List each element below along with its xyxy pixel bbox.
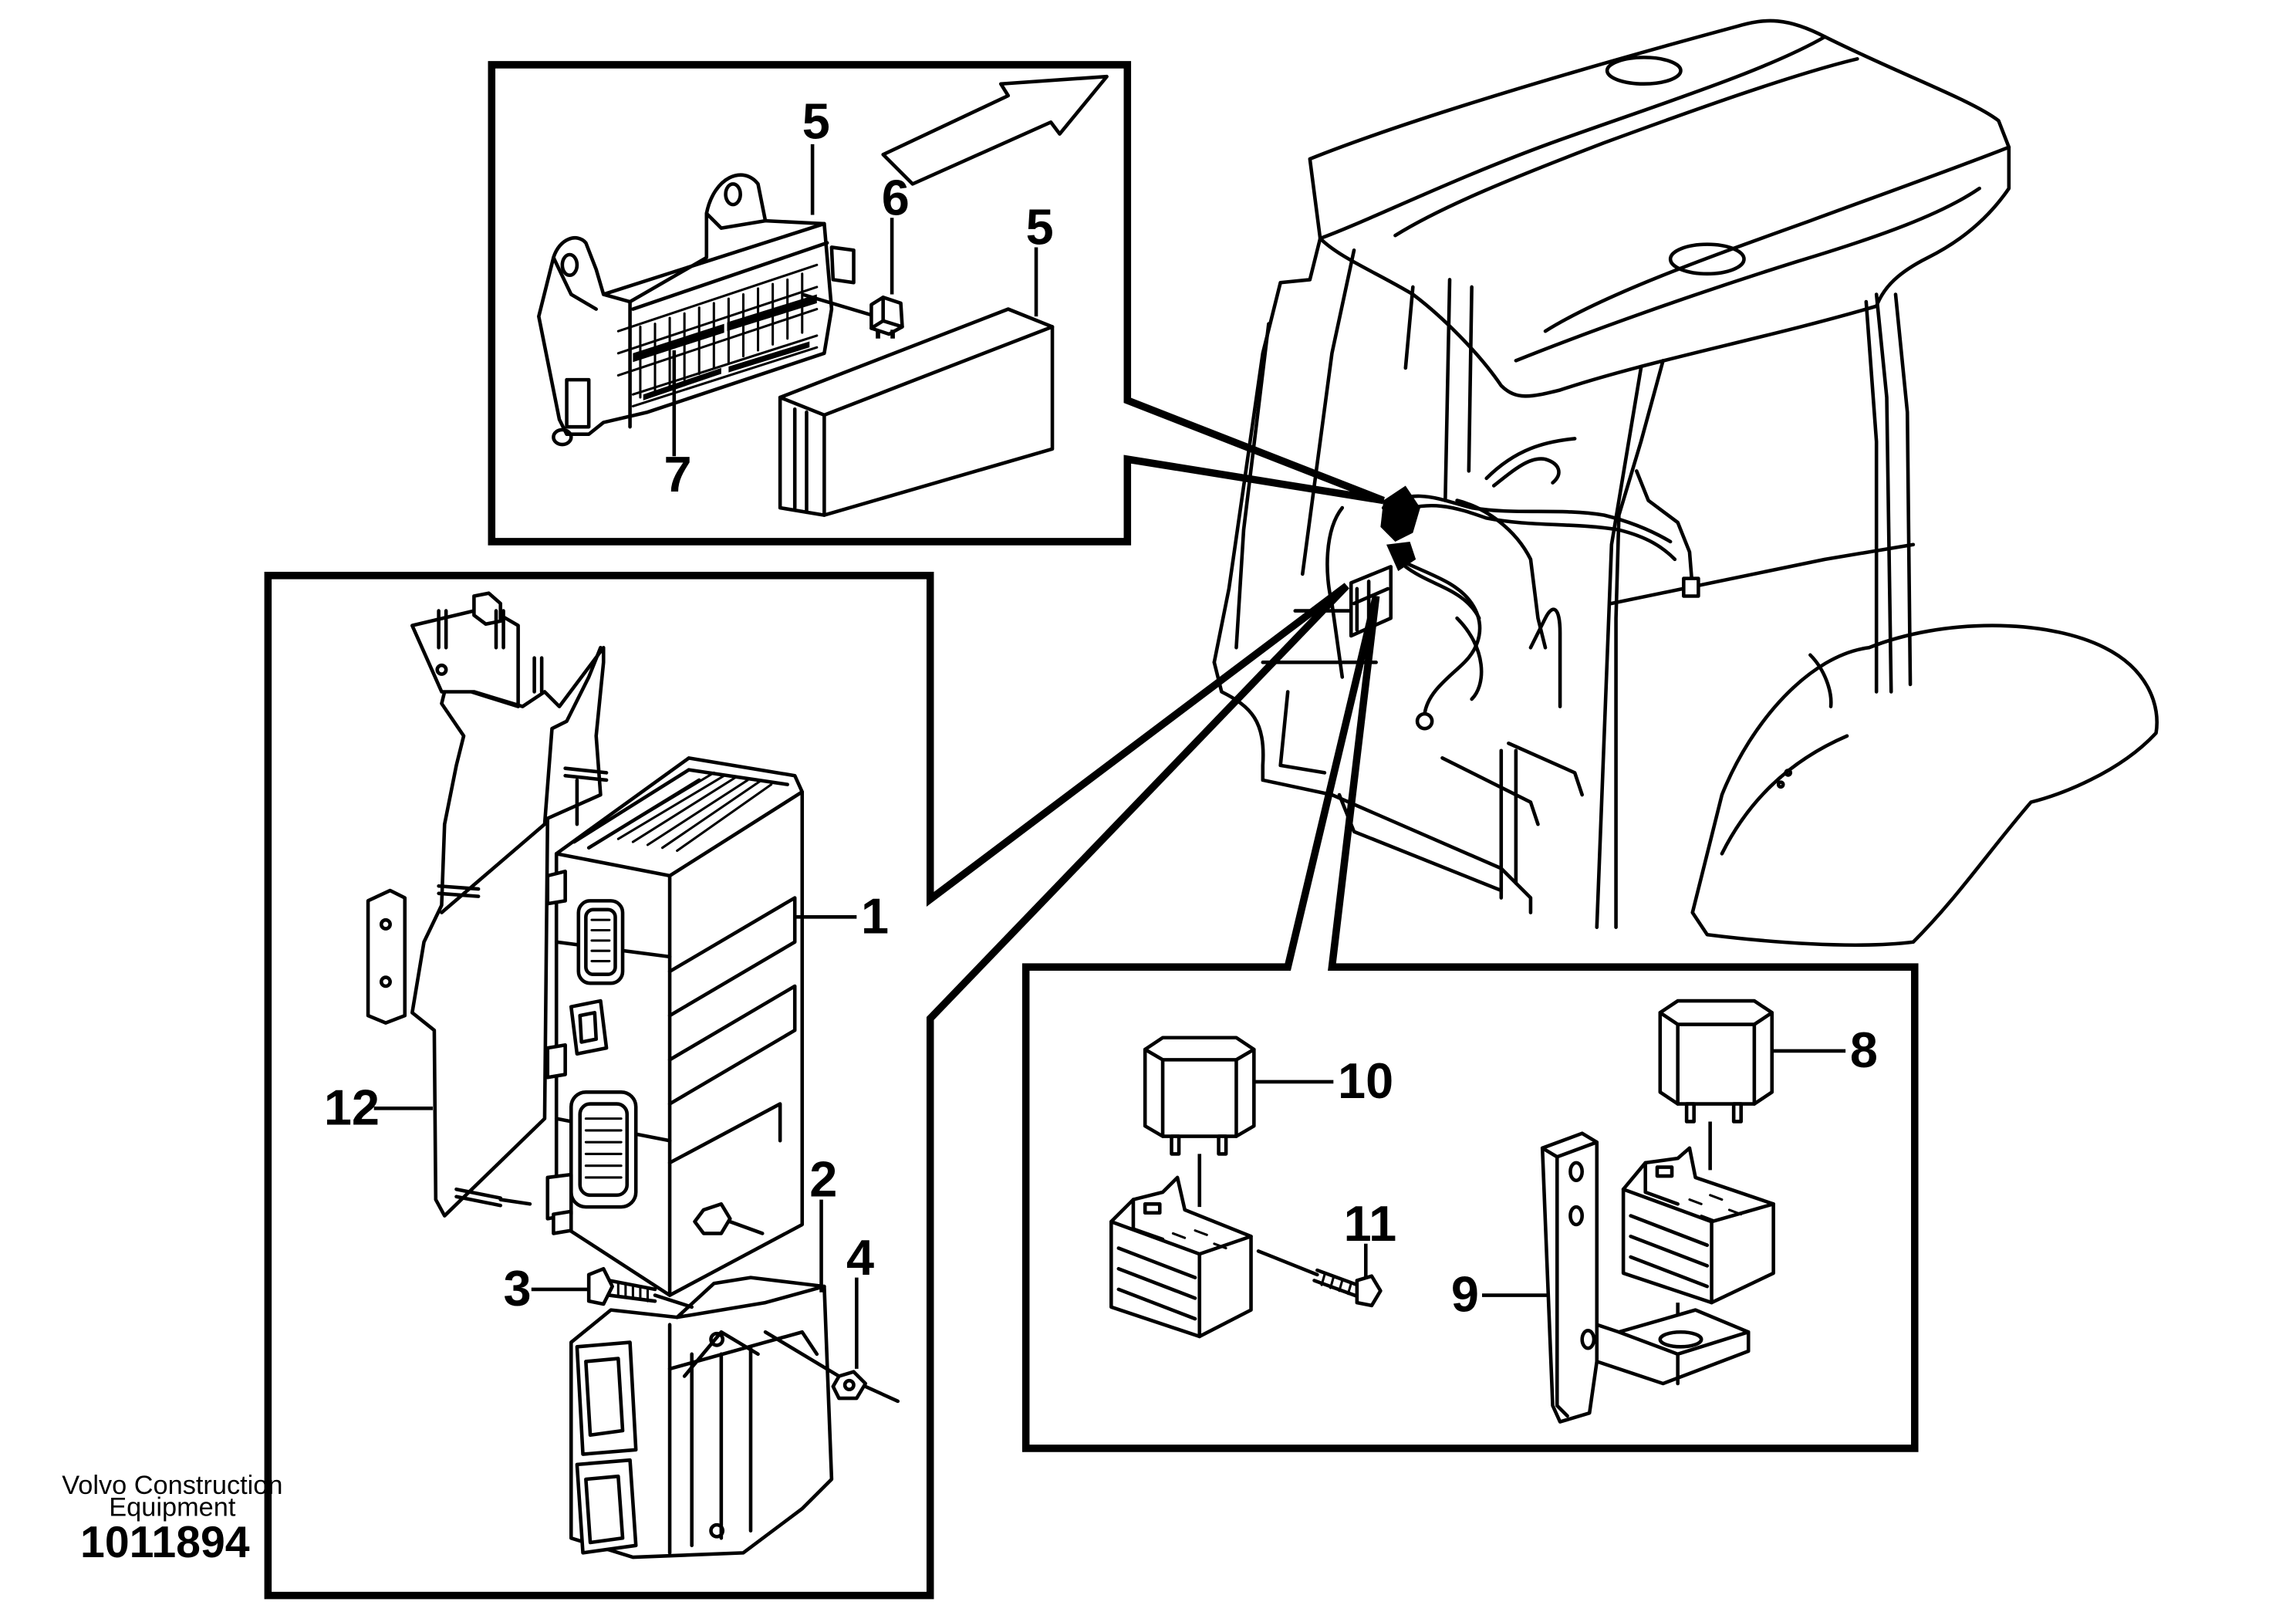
mounting-bracket	[366, 591, 609, 1218]
callout-12: 12	[324, 1079, 380, 1135]
control-unit-inset-frame	[264, 572, 1349, 1600]
relay-socket-left	[1109, 1175, 1253, 1339]
screw	[1256, 1249, 1383, 1308]
callout-10: 10	[1338, 1053, 1393, 1109]
credit-line-2: Equipment	[109, 1493, 236, 1522]
nut	[831, 1370, 900, 1404]
callout-5a: 5	[802, 93, 830, 149]
callout-6: 6	[882, 169, 910, 225]
nut-upper	[693, 1201, 732, 1235]
credit-line-1: Volvo Construction	[62, 1471, 282, 1500]
callout-1: 1	[861, 887, 889, 944]
fuse	[869, 296, 904, 339]
control-unit-inset: 1 12 2 3 4	[264, 572, 1349, 1600]
bolt	[586, 1266, 694, 1309]
electronic-module	[569, 1276, 834, 1559]
fuse-box	[537, 173, 856, 447]
callout-11: 11	[1344, 1195, 1397, 1252]
relay-inset: 10 8 11 9	[1021, 595, 1919, 1452]
document-number: 1011894	[80, 1518, 250, 1567]
fuse-box-inset: 5 6 5 7	[488, 61, 1385, 546]
callout-5b: 5	[1026, 199, 1054, 255]
credit-block: Volvo Construction Equipment 1011894	[62, 1471, 282, 1567]
leader-6-fuse	[802, 292, 873, 317]
direction-arrow	[881, 74, 1109, 186]
callout-2: 2	[809, 1151, 837, 1208]
callout-3: 3	[504, 1260, 532, 1316]
relay-8	[1658, 999, 1774, 1124]
callout-9: 9	[1451, 1266, 1479, 1323]
fuse-box-inset-frame	[488, 61, 1385, 546]
fuse-box-cover	[778, 307, 1055, 517]
relay-bracket	[1540, 1131, 1751, 1424]
callout-7: 7	[663, 446, 691, 502]
machine-cab-drawing	[1212, 19, 2159, 948]
callout-8: 8	[1850, 1022, 1878, 1078]
relay-socket-right	[1621, 1146, 1775, 1305]
callout-4: 4	[846, 1229, 874, 1286]
relay-inset-frame	[1021, 595, 1919, 1452]
control-unit	[545, 756, 805, 1297]
relay-10	[1143, 1036, 1256, 1156]
